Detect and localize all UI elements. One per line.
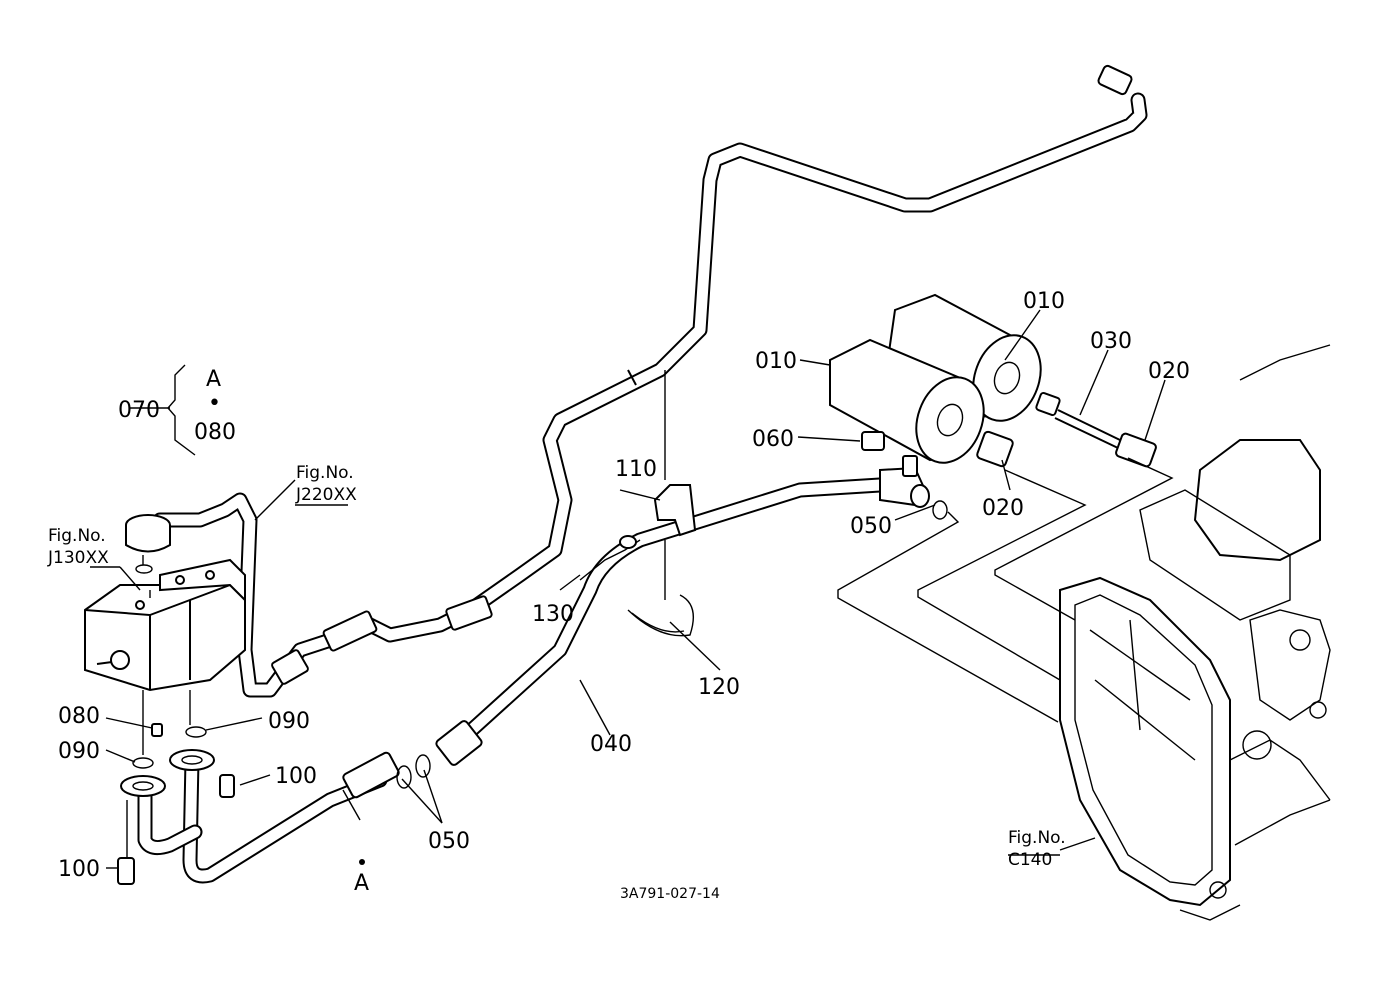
label-120: 120 [698,675,740,700]
label-020-lower: 020 [982,496,1024,521]
hydraulic-pump [84,514,246,755]
figref-j130-title: Fig.No. [48,526,106,546]
label-080-bracket: 080 [194,420,236,445]
label-100-left: 100 [58,857,100,882]
label-bracket-dot: • [208,391,221,416]
label-080-pump: 080 [58,704,100,729]
label-090-left: 090 [58,739,100,764]
leader-lines [90,309,1166,869]
label-010-upper: 010 [1023,289,1065,314]
label-100-right: 100 [275,764,317,789]
figref-j220-code: J220XX [295,485,357,505]
label-130: 130 [532,602,574,627]
figref-c140-code: C140 [1008,850,1052,870]
bracket-and-clamp [579,370,697,637]
figure-references: Fig.No. J220XX Fig.No. J130XX Fig.No. C1… [47,463,1066,870]
label-090-right: 090 [268,709,310,734]
figref-j220-title: Fig.No. [296,463,354,483]
upper-return-pipe [152,64,1148,698]
label-040: 040 [590,732,632,757]
label-A-bracket: A [206,367,221,392]
lower-suction-pipe [117,723,400,885]
label-020-right: 020 [1148,359,1190,384]
figref-j130-code: J130XX [47,548,109,568]
label-050-lower: 050 [428,829,470,854]
label-060: 060 [752,427,794,452]
drawing-number: 3A791-027-14 [620,886,720,902]
oil-filters [829,293,1157,468]
label-010-lower: 010 [755,349,797,374]
part-labels: 010 010 030 020 060 020 050 110 130 120 … [58,289,1190,896]
figref-c140-title: Fig.No. [1008,828,1066,848]
transmission-case [1059,344,1331,921]
label-070: 070 [118,398,160,423]
label-A-marker: A [354,871,369,896]
label-030: 030 [1090,329,1132,354]
reference-outlines [837,457,1174,723]
label-110: 110 [615,457,657,482]
label-050-filter: 050 [850,514,892,539]
